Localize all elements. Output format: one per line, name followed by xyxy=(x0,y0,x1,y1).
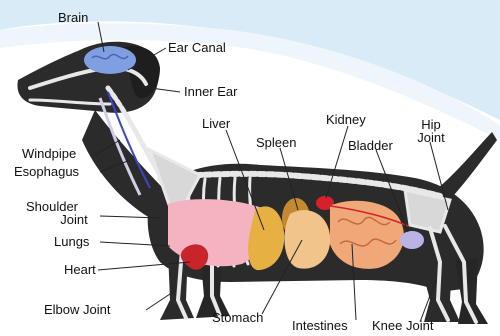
label-esophagus: Esophagus xyxy=(14,165,79,179)
label-heart: Heart xyxy=(64,263,96,277)
label-knee-joint: Knee Joint xyxy=(372,319,433,333)
label-bladder: Bladder xyxy=(348,139,393,153)
label-spleen: Spleen xyxy=(256,136,296,150)
label-stomach: Stomach xyxy=(212,311,263,325)
label-kidney: Kidney xyxy=(326,113,366,127)
label-intestines: Intestines xyxy=(292,319,348,333)
label-liver: Liver xyxy=(202,117,230,131)
label-brain: Brain xyxy=(58,11,88,25)
label-elbow-joint: Elbow Joint xyxy=(44,303,110,317)
label-inner-ear: Inner Ear xyxy=(184,85,237,99)
label-lungs: Lungs xyxy=(54,235,89,249)
label-windpipe: Windpipe xyxy=(22,147,76,161)
label-shoulder-joint-line2: Joint xyxy=(52,213,96,227)
label-hip-joint-line2: Joint xyxy=(413,131,449,145)
bladder xyxy=(400,231,424,249)
label-ear-canal: Ear Canal xyxy=(168,41,226,55)
